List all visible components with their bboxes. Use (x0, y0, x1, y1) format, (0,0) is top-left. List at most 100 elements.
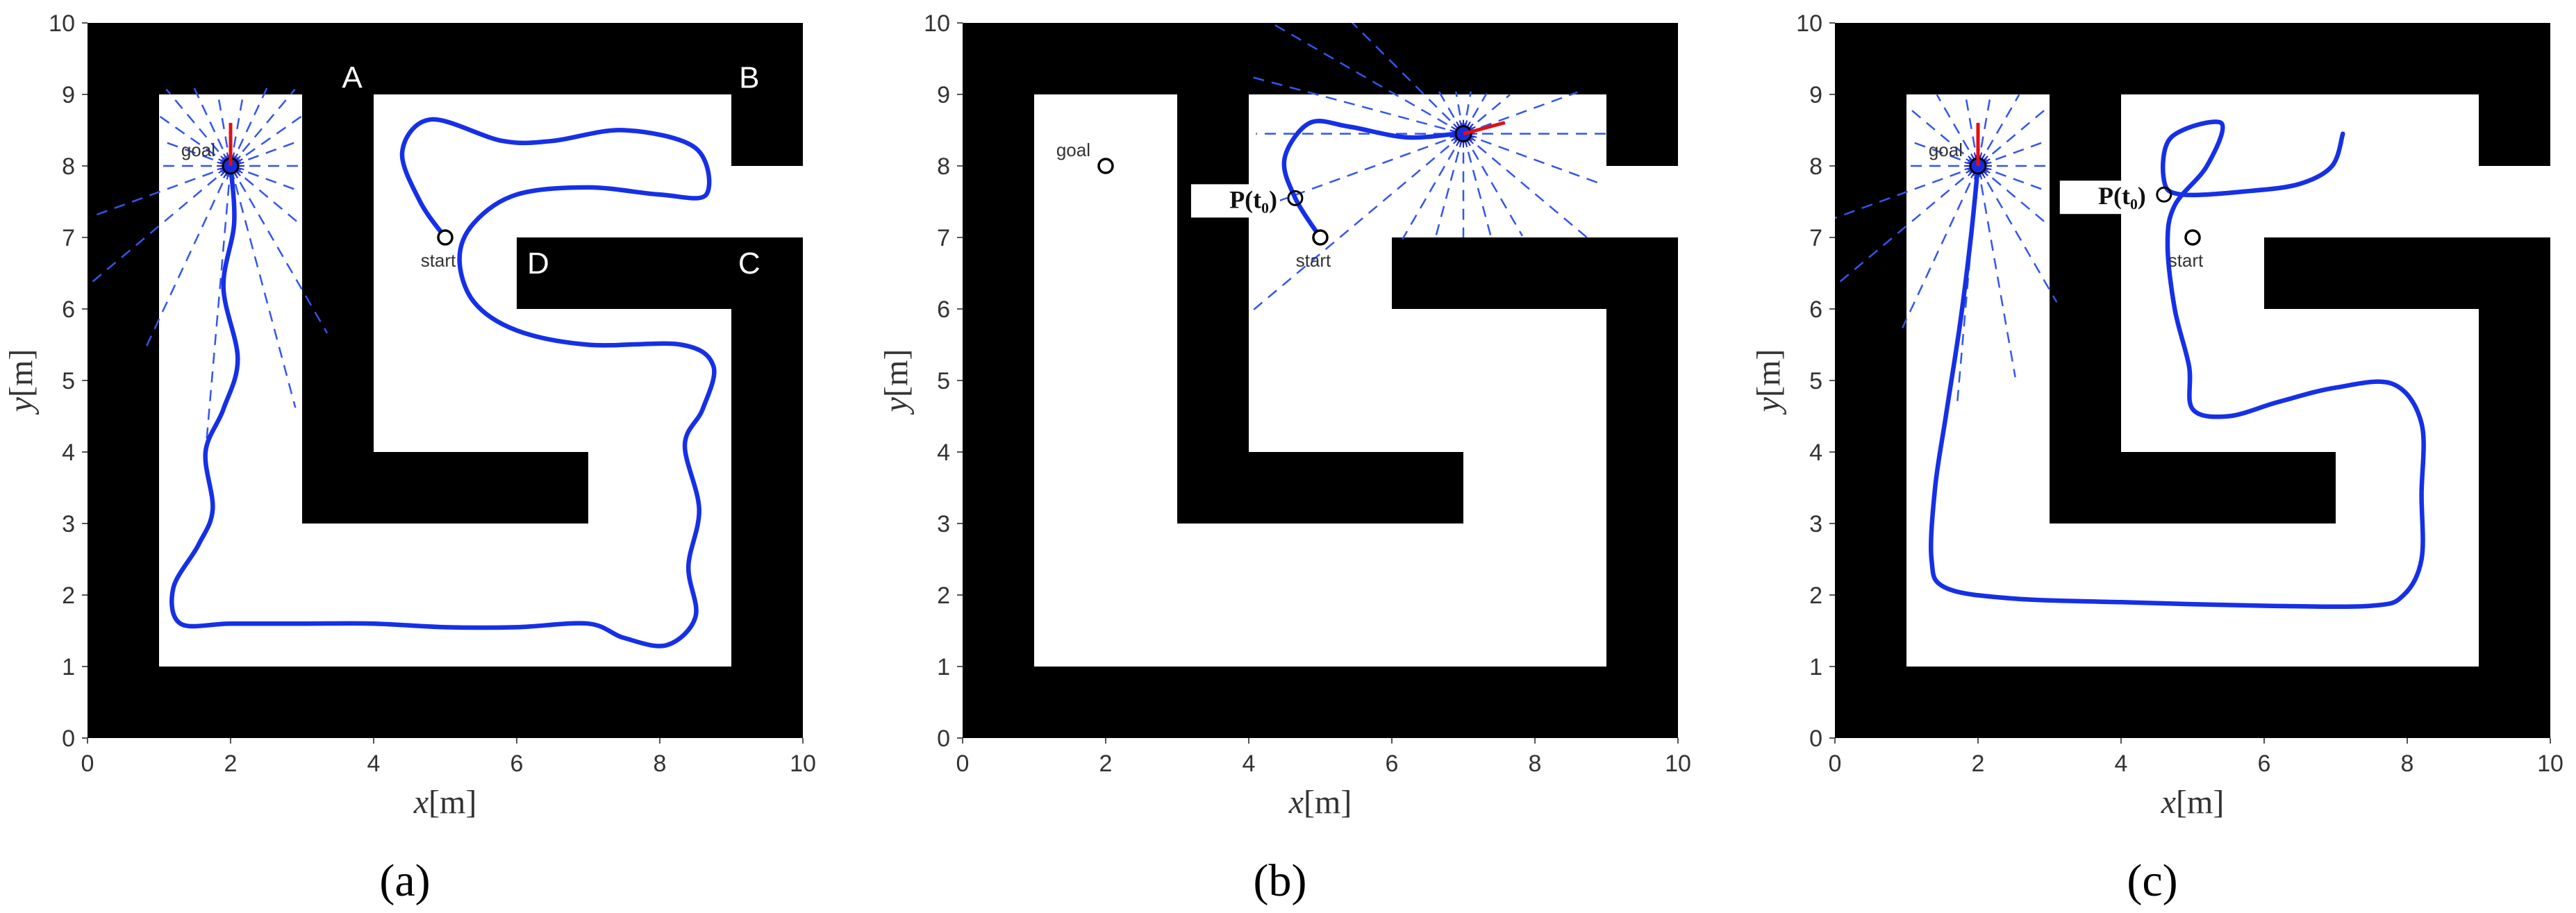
y-tick-label: 2 (1809, 583, 1822, 609)
wall (1392, 237, 1606, 309)
sensor-ray (203, 165, 232, 466)
corner-label-d: D (527, 246, 549, 280)
sensor-ray (1910, 140, 1979, 167)
x-tick-label: 0 (956, 751, 970, 777)
wall (88, 23, 803, 94)
sensor-ray (1977, 165, 2058, 303)
plot-area (88, 23, 803, 738)
start-marker (2184, 229, 2201, 246)
goal-label: goal (181, 140, 215, 160)
sensor-ray (229, 87, 268, 167)
x-tick-label: 0 (1829, 751, 1842, 777)
sensor-ray (1351, 23, 1464, 135)
sensor-ray (230, 140, 299, 167)
sensor-ray (1936, 94, 1979, 167)
point-label: P(t₀) (2098, 182, 2146, 210)
corner-label-b: B (739, 60, 759, 94)
wall (517, 237, 731, 309)
y-tick-label: 6 (62, 296, 75, 323)
y-tick-label: 8 (62, 153, 75, 180)
goal-marker (1097, 158, 1114, 174)
y-tick-label: 9 (1809, 82, 1822, 108)
sensor-ray (1463, 133, 1593, 243)
y-tick-label: 10 (924, 10, 950, 37)
maze-walls (963, 23, 1678, 738)
sensor-ray (229, 165, 329, 334)
sensor-ray (1977, 165, 2016, 378)
y-tick-label: 5 (937, 368, 950, 394)
wall (374, 452, 588, 523)
sensor-ray (1463, 91, 1578, 135)
trajectory (169, 117, 717, 648)
wall (1606, 94, 1678, 166)
sensor-ray (89, 165, 231, 219)
x-tick-label: 6 (510, 751, 524, 777)
wall (2479, 237, 2550, 667)
sensor-ray (1977, 165, 2046, 192)
y-tick-label: 1 (62, 654, 75, 680)
y-tick-label: 1 (937, 654, 950, 680)
y-tick-label: 1 (1809, 654, 1822, 680)
sensor-ray (1835, 165, 1979, 219)
sensor-ray (1269, 23, 1464, 135)
sensor-ray (230, 112, 308, 167)
sensor-ray (229, 92, 245, 167)
sensor-rays (88, 87, 329, 466)
point-label-bg (1190, 184, 1280, 218)
sensor-ray (229, 165, 297, 408)
start-label: start (421, 250, 456, 271)
point-label: P(t₀) (1229, 185, 1277, 213)
corner-label-a: A (342, 60, 363, 94)
x-tick-label: 8 (1529, 751, 1542, 777)
y-tick-label: 9 (937, 82, 950, 108)
sensor-ray (1463, 133, 1599, 184)
sensor-ray (230, 165, 300, 224)
y-tick-label: 7 (937, 225, 950, 251)
sensor-ray (1906, 105, 1979, 167)
x-tick-label: 10 (2537, 751, 2563, 777)
sensor-ray (1462, 133, 1524, 237)
start-marker (437, 229, 454, 246)
sensor-ray (1977, 165, 2050, 227)
sensor-ray (1964, 94, 1979, 167)
x-tick-label: 6 (2258, 751, 2271, 777)
y-tick-label: 3 (62, 511, 75, 537)
sensor-ray (1402, 133, 1465, 240)
x-axis-label: x[m] (2161, 784, 2225, 821)
trajectory (1281, 119, 1459, 240)
x-tick-label: 2 (1972, 751, 1985, 777)
maze-walls (88, 23, 803, 738)
wall (1177, 94, 1249, 523)
wall (963, 667, 1678, 738)
sensor-ray (1902, 165, 1979, 328)
start-label: start (1296, 250, 1331, 271)
maze-walls (1835, 23, 2550, 738)
x-tick-label: 8 (2401, 751, 2414, 777)
y-tick-label: 7 (62, 225, 75, 251)
x-tick-label: 4 (2115, 751, 2128, 777)
y-tick-label: 7 (1809, 225, 1822, 251)
x-tick-label: 4 (367, 751, 381, 777)
sensor-ray (1249, 133, 1464, 314)
wall (2264, 237, 2479, 309)
x-tick-label: 4 (1243, 751, 1256, 777)
y-tick-label: 5 (1809, 368, 1822, 394)
wall (731, 94, 803, 166)
point-marker (2156, 186, 2172, 203)
y-axis-label: y[m] (1750, 349, 1787, 416)
x-tick-label: 8 (654, 751, 667, 777)
sensor-ray (165, 88, 231, 167)
y-axis-label: y[m] (3, 349, 40, 416)
sensor-ray (1977, 140, 2046, 167)
x-axis-label: x[m] (413, 784, 477, 821)
y-tick-label: 0 (62, 726, 75, 752)
x-tick-label: 6 (1386, 751, 1399, 777)
sensor-ray (1977, 94, 1992, 167)
y-tick-label: 3 (937, 511, 950, 537)
y-tick-label: 9 (62, 82, 75, 108)
sensor-ray (230, 165, 299, 192)
sensor-ray (216, 92, 232, 167)
wall (1835, 94, 1906, 667)
wall (1606, 237, 1678, 667)
